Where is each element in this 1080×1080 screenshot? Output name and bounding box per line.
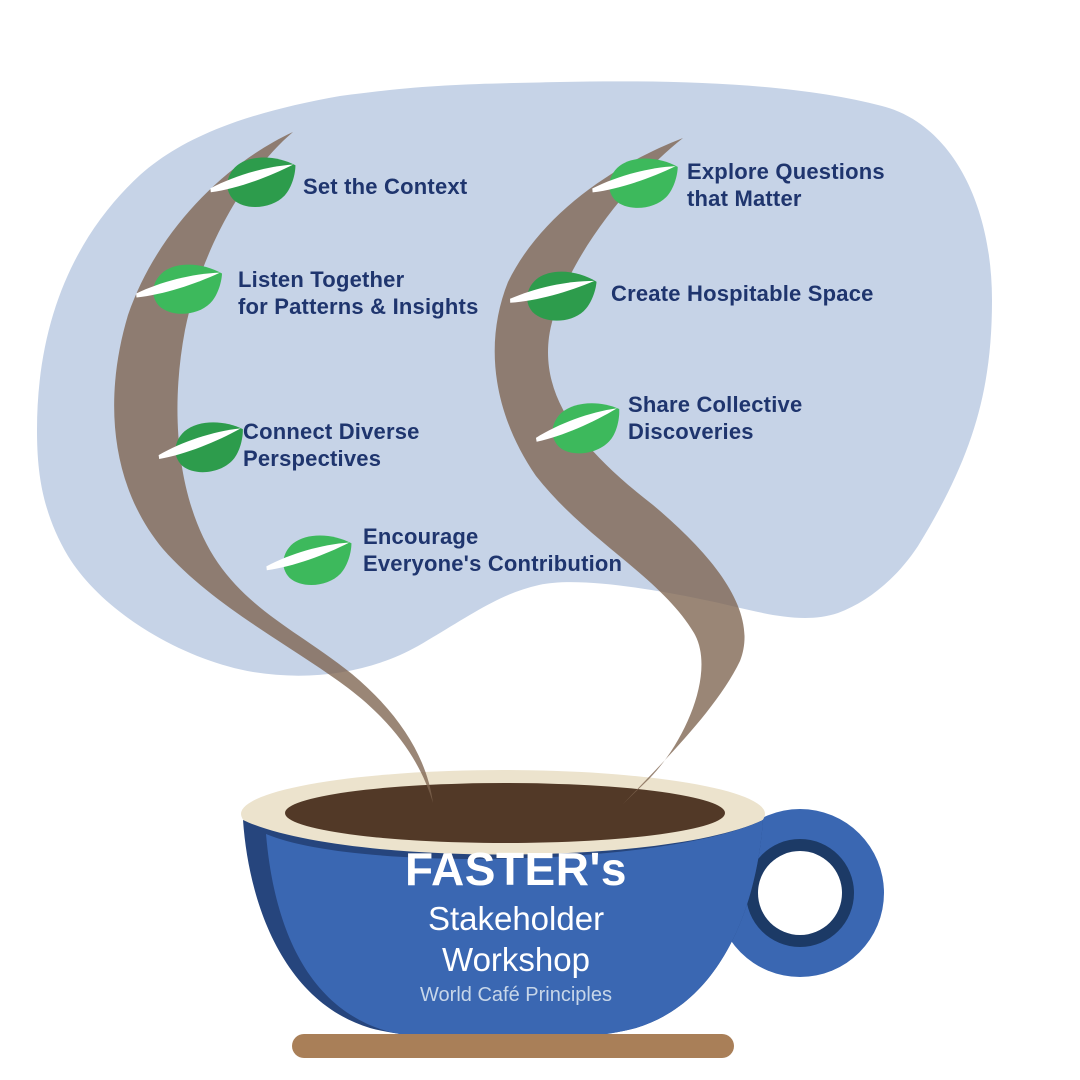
principle-label-listen-together: Listen Together for Patterns & Insights (238, 267, 479, 319)
steam-swirl-left (114, 132, 433, 803)
coffee-surface (285, 783, 725, 843)
cup-handle-hole (758, 851, 842, 935)
principle-label-connect-diverse: Connect Diverse Perspectives (243, 419, 420, 471)
principle-label-share-collective: Share Collective Discoveries (628, 392, 803, 444)
cup-title: FASTER's (405, 843, 627, 895)
cup-subtitle-line2: Workshop (442, 941, 590, 978)
coffee-cup (241, 770, 884, 1058)
saucer (292, 1034, 734, 1058)
principle-label-set-context: Set the Context (303, 174, 468, 199)
principle-label-encourage: Encourage Everyone's Contribution (363, 524, 623, 576)
principle-label-create-hospitable: Create Hospitable Space (611, 281, 874, 306)
cup-subtitle-line1: Stakeholder (427, 900, 605, 937)
cup-body (266, 820, 763, 1042)
cup-caption: World Café Principles (420, 984, 612, 1006)
principle-label-explore-questions: Explore Questions that Matter (687, 159, 885, 211)
